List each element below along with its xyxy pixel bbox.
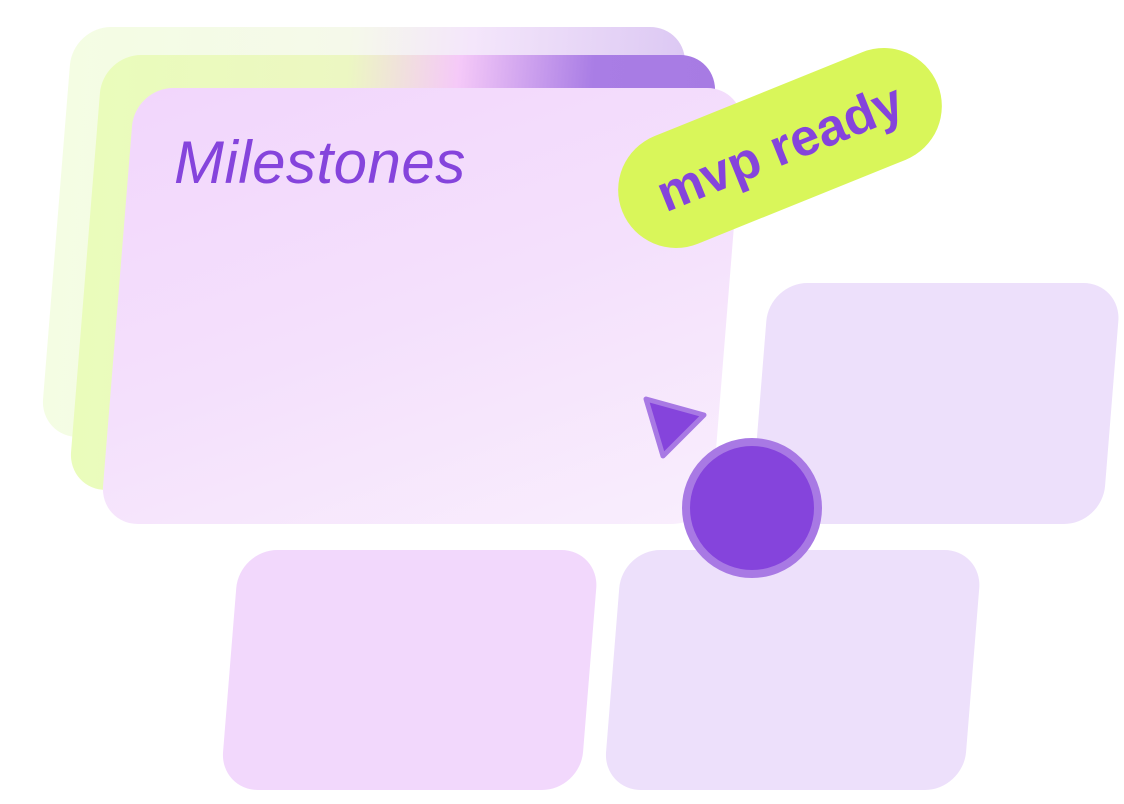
cursor-dot-icon bbox=[682, 438, 822, 578]
cursor-arrow-icon bbox=[643, 396, 707, 459]
card-title: Milestones bbox=[174, 129, 466, 196]
